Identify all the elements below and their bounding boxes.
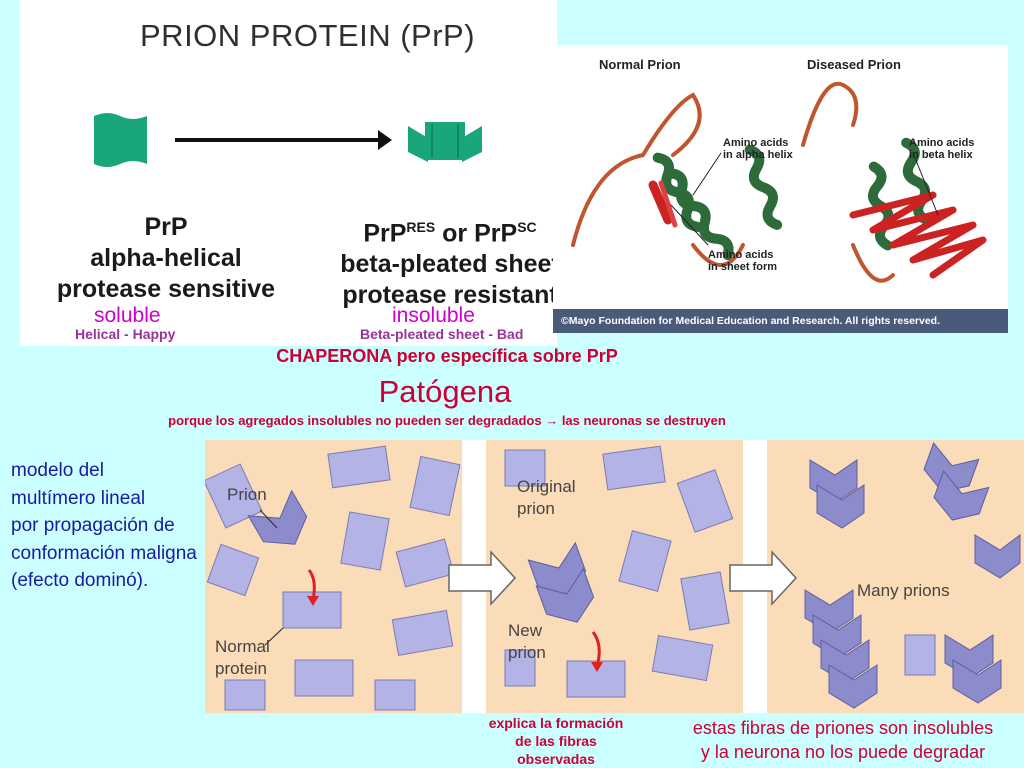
porque-text: porque los agregados insolubles no puede… <box>168 413 726 428</box>
diseased-prion-heading: Diseased Prion <box>807 57 901 72</box>
frame2-prion-stack <box>527 541 595 623</box>
prp-beta-pleated: beta-pleated sheet <box>340 250 560 279</box>
prion-protein-title: PRION PROTEIN (PrP) <box>140 18 476 53</box>
transition-arrow-1 <box>448 550 517 606</box>
prion-protein-panel: PRION PROTEIN (PrP) PrP alpha-helical pr… <box>20 0 560 346</box>
modelo-line: conformación maligna <box>11 542 197 564</box>
prp-conversion-graphic <box>94 113 482 167</box>
soluble-prp-shape <box>94 113 147 167</box>
frame2-normal-proteins <box>504 445 734 698</box>
soluble-label: soluble <box>94 304 161 327</box>
insoluble-prp-shape <box>408 122 482 162</box>
prp-protease-resistant: protease resistant <box>342 281 558 310</box>
prpres-name: PrPRES or PrPSC <box>363 219 537 248</box>
diseased-prion-structure <box>801 81 987 283</box>
prp-name: PrP <box>144 213 188 241</box>
modelo-line: modelo del <box>11 460 104 481</box>
frame2-new-protein <box>566 660 626 698</box>
prp-right-description: PrPRES or PrPSC beta-pleated sheet prote… <box>320 212 580 311</box>
modelo-description: modelo del multímero lineal por propagac… <box>11 457 241 595</box>
prion-ribbon-illustration <box>571 81 987 283</box>
frame3-many-prions-label: Many prions <box>857 581 950 600</box>
frame1-prion-shape <box>247 489 308 545</box>
modelo-line: por propagación de <box>11 515 175 536</box>
prp-protease-sensitive: protease sensitive <box>56 275 276 303</box>
helical-happy-caption: Helical - Happy <box>75 326 176 342</box>
prp-alpha-helical: alpha-helical <box>90 244 242 272</box>
transition-arrow-2 <box>729 550 798 606</box>
normal-prion-structure <box>571 92 783 267</box>
propagation-graphic <box>205 440 1021 713</box>
conversion-arrow-head <box>378 130 392 150</box>
modelo-line: (efecto dominó). <box>11 570 149 591</box>
frame3-prion-stacks <box>804 442 1021 709</box>
prp-left-description: PrP alpha-helical protease sensitive <box>46 212 286 305</box>
copyright-bar: ©Mayo Foundation for Medical Education a… <box>553 309 1008 333</box>
beta-sheet-bad-caption: Beta-pleated sheet - Bad <box>360 326 524 342</box>
frame1-prion-label: Prion <box>227 485 267 504</box>
patogena-heading: Patógena <box>378 374 512 409</box>
chaperona-heading: CHAPERONA pero específica sobre PrP <box>276 346 618 366</box>
frame1-normal-proteins <box>205 445 461 711</box>
modelo-line: multímero lineal <box>11 487 146 509</box>
estas-fibras-caption: estas fibras de priones son insolubles y… <box>692 718 994 762</box>
insoluble-label: insoluble <box>392 304 475 327</box>
normal-prion-heading: Normal Prion <box>599 57 681 72</box>
explica-caption: explica la formación de las fibras obser… <box>488 715 624 767</box>
